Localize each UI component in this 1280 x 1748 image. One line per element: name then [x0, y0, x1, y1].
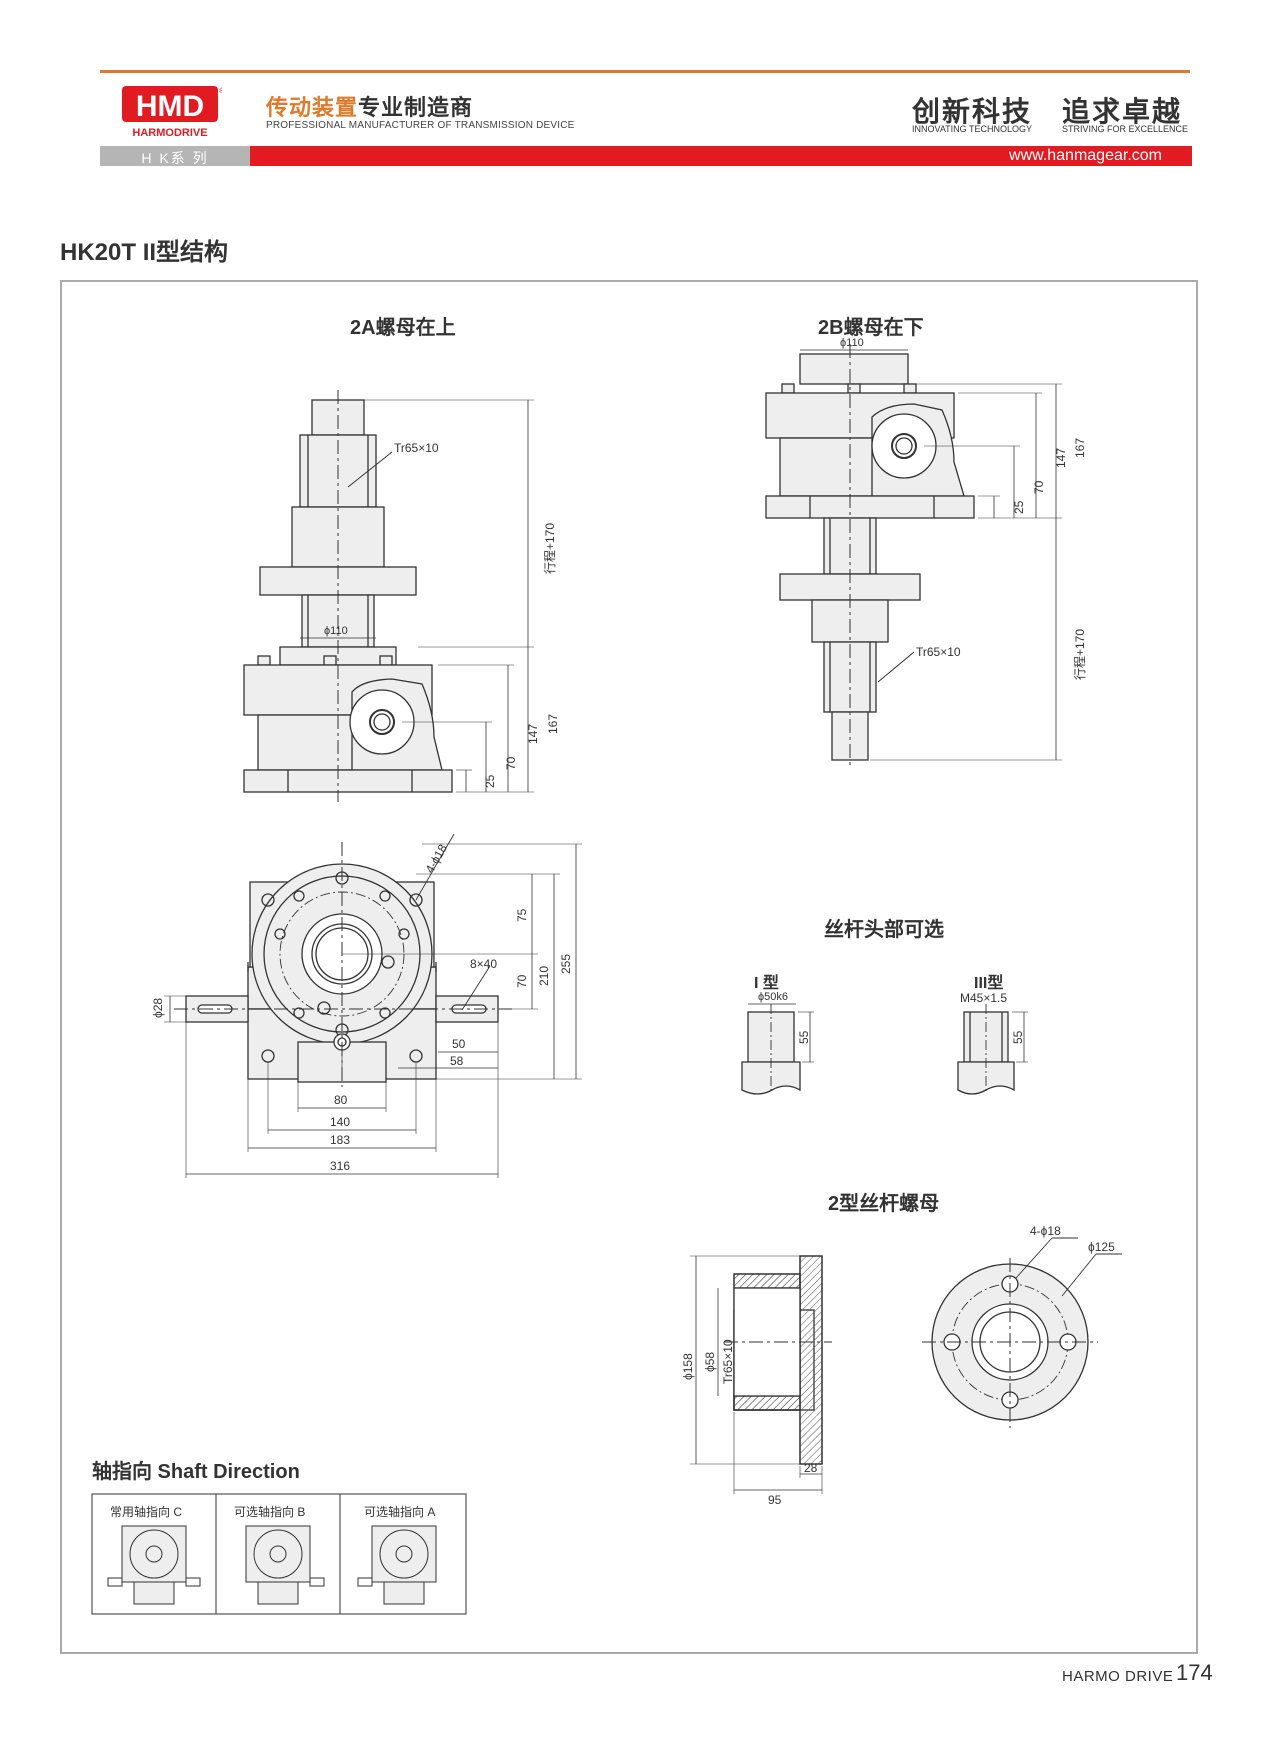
slogan-innovating-en: INNOVATING TECHNOLOGY: [912, 124, 1033, 134]
page-number: 174: [1176, 1660, 1213, 1685]
title-2b: 2B螺母在下: [818, 315, 924, 339]
drawing-frame: [60, 280, 1198, 1654]
title-type-3: III型: [974, 974, 1003, 992]
label-phi125: ϕ125: [1088, 1240, 1115, 1254]
slogan-striving-cn: 追求卓越: [1062, 95, 1183, 128]
label-183: 183: [330, 1133, 350, 1147]
label-phi28: ϕ28: [151, 998, 165, 1018]
label-50: 50: [452, 1037, 466, 1051]
brand-tagline-en: PROFESSIONAL MANUFACTURER OF TRANSMISSIO…: [266, 120, 575, 131]
label-147-2b: 147: [1054, 448, 1068, 468]
label-70-2b: 70: [1032, 480, 1046, 494]
page-title: HK20T II型结构: [60, 239, 229, 266]
label-167-2a: 167: [546, 714, 560, 734]
logo-name: HARMODRIVE: [132, 127, 207, 139]
label-140: 140: [330, 1115, 350, 1129]
registered-mark: ®: [219, 87, 222, 95]
label-316: 316: [330, 1159, 350, 1173]
series-label: H K系 列: [141, 150, 209, 166]
label-key: 8×40: [470, 957, 497, 971]
label-255: 255: [559, 954, 573, 974]
series-bar: [100, 146, 250, 166]
website-bar: [250, 146, 1192, 166]
label-holes-top: 4-ϕ18: [422, 842, 450, 876]
label-thread-nut: Tr65×10: [721, 1339, 735, 1384]
brand-tagline-orange: 传动装置: [266, 95, 359, 120]
label-phi110-2b: ϕ110: [840, 337, 864, 349]
title-screw-head: 丝杆头部可选: [824, 917, 944, 941]
label-phi50k6: ϕ50k6: [758, 991, 788, 1003]
shaft-icon-b: [245, 1525, 325, 1605]
title-2a: 2A螺母在上: [350, 315, 456, 339]
label-167-2b: 167: [1073, 438, 1087, 458]
label-stroke-2b: 行程+170: [1072, 629, 1087, 680]
view-top: 4-ϕ18 8×40 ϕ28 75 70 210 255 50 58: [151, 833, 582, 1178]
label-210: 210: [537, 966, 551, 986]
shaft-icon-c: [107, 1525, 201, 1605]
label-phi158: ϕ158: [681, 1353, 695, 1380]
footer-brand: HARMO DRIVE: [1062, 1668, 1174, 1685]
label-m45: M45×1.5: [960, 991, 1007, 1005]
shaft-label-c: 常用轴指向 C: [110, 1504, 182, 1519]
view-2a: 2A螺母在上 Tr65×10 ϕ110: [243, 315, 560, 802]
label-thread-2b: Tr65×10: [916, 645, 961, 659]
label-28: 28: [804, 1461, 818, 1475]
label-thread-2a: Tr65×10: [394, 441, 439, 455]
brand-tagline-cn: 传动装置专业制造商: [266, 90, 473, 122]
label-95: 95: [768, 1493, 782, 1507]
shaft-direction: 轴指向 Shaft Direction 常用轴指向 C 可选轴指向 B 可选轴指…: [91, 1459, 467, 1615]
label-58: 58: [450, 1054, 464, 1068]
nut-views: 2型丝杆螺母 ϕ158 ϕ58 Tr65×10 28 95: [681, 1191, 1122, 1507]
title-type-1: I 型: [754, 974, 779, 992]
logo-mark: HMD: [136, 90, 204, 123]
slogan-innovating-cn: 创新科技: [912, 95, 1033, 128]
header-top-rule: [100, 70, 1190, 73]
shaft-icon-a: [357, 1525, 437, 1605]
label-nut-holes: 4-ϕ18: [1030, 1224, 1061, 1238]
title-shaft-direction: 轴指向 Shaft Direction: [92, 1459, 300, 1483]
label-70-top: 70: [515, 974, 529, 988]
shaft-label-a: 可选轴指向 A: [364, 1504, 435, 1519]
label-stroke-2a: 行程+170: [542, 523, 557, 574]
label-55-type1: 55: [797, 1030, 811, 1044]
title-nut: 2型丝杆螺母: [828, 1191, 939, 1215]
label-75: 75: [515, 908, 529, 922]
label-80: 80: [334, 1093, 348, 1107]
slogan-striving-en: STRIVING FOR EXCELLENCE: [1062, 124, 1189, 134]
label-25-2b: 25: [1012, 500, 1026, 514]
label-70-2a: 70: [504, 756, 518, 770]
website-link[interactable]: www.hanmagear.com: [1009, 147, 1162, 164]
technical-drawing: 2A螺母在上 Tr65×10 ϕ110: [91, 315, 1122, 1615]
label-147-2a: 147: [526, 724, 540, 744]
label-phi58: ϕ58: [703, 1352, 717, 1372]
brand-tagline-dark: 专业制造商: [358, 95, 474, 120]
screw-head-options: 丝杆头部可选 I 型 ϕ50k6 55 III型 M45×1.5 55: [741, 917, 1028, 1095]
label-25-2a: 25: [483, 774, 497, 788]
view-2b: 2B螺母在下 ϕ110 Tr65×10: [765, 315, 1087, 768]
harmodrive-logo: HMD HARMODRIVE ®: [122, 86, 222, 139]
shaft-label-b: 可选轴指向 B: [234, 1504, 305, 1519]
label-55-type3: 55: [1011, 1030, 1025, 1044]
label-phi110-2a: ϕ110: [324, 625, 348, 637]
